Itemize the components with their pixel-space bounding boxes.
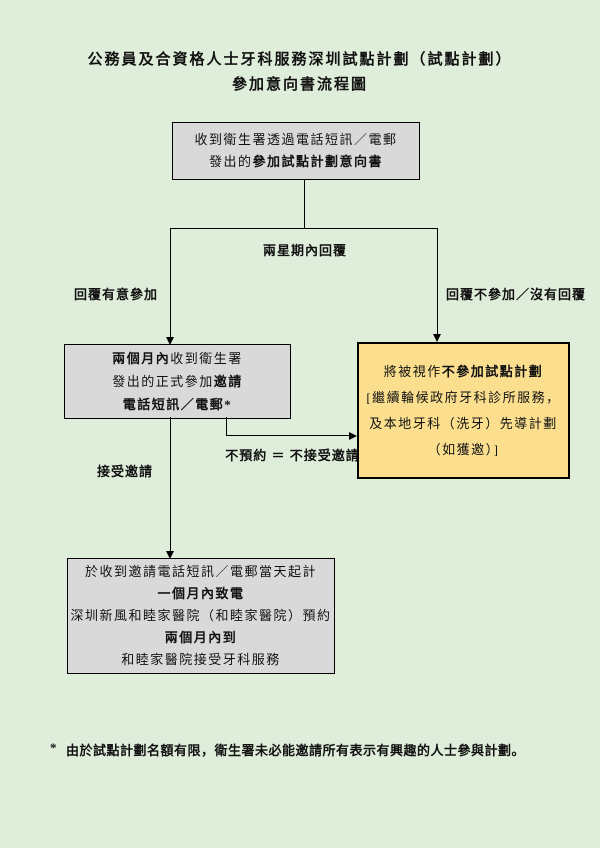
box-appointment-line2: 一個月內致電: [157, 586, 245, 601]
title-line-2: 參加意向書流程圖: [231, 77, 368, 93]
box-notjoin-line4: （如獲邀）]: [427, 441, 500, 457]
box-not-join-scheme: 將被視作不參加試點計劃 [繼續輪候政府牙科診所服務， 及本地牙科（洗牙）先導計劃…: [357, 342, 570, 479]
box-receive-line2-normal: 發出的: [208, 154, 253, 169]
label-two-weeks-reply: 兩星期內回覆: [262, 243, 347, 258]
box-invite-line2: 發出的正式參加邀請: [112, 370, 243, 393]
footnote-text: 由於試點計劃名額有限，衛生署未必能邀請所有表示有興趣的人士參與計劃。: [66, 743, 526, 758]
box-notjoin-line1: 將被視作不參加試點計劃: [384, 359, 544, 385]
connector-nobooking-drop: [226, 417, 227, 436]
box-notjoin-line3: 及本地牙科（洗牙）先導計劃: [369, 415, 558, 431]
box-appointment-line1: 於收到邀請電話短訊／電郵當天起計: [84, 564, 317, 579]
box-receive-line1-text: 收到衛生署透過電話短訊／電郵: [194, 132, 398, 147]
box-notjoin-line2: [繼續輪候政府牙科診所服務，: [366, 389, 561, 405]
box-notjoin-line1-normal: 將被視作: [383, 363, 442, 379]
box-receive-line1: 收到衛生署透過電話短訊／電郵: [194, 129, 397, 151]
label-reply-not-join: 回覆不參加／沒有回覆: [446, 287, 587, 302]
page-title: 公務員及合資格人士牙科服務深圳試點計劃（試點計劃） 參加意向書流程圖: [0, 48, 600, 98]
label-no-booking: 不預約 ＝ 不接受邀請: [225, 448, 360, 463]
box-invite-line2-bold: 邀請: [213, 374, 243, 389]
connector-accept-drop: [170, 417, 171, 552]
connector-branch: [170, 228, 438, 229]
arrowhead-right-icon: [349, 432, 357, 440]
box-appointment-line4: 兩個月內到: [164, 630, 238, 645]
box-invite-line2-normal: 發出的正式參加: [112, 374, 214, 389]
title-line-1: 公務員及合資格人士牙科服務深圳試點計劃（試點計劃）: [87, 52, 513, 68]
connector-right-drop: [437, 228, 438, 335]
box-invite-line1-rest: 收到衛生署: [170, 351, 243, 366]
box-invite-line1: 兩個月內收到衛生署: [112, 347, 243, 370]
footnote-marker: *: [50, 740, 57, 755]
box-appointment-line3: 深圳新風和睦家醫院（和睦家醫院）預約: [70, 608, 332, 623]
box-receive-line2: 發出的參加試點計劃意向書: [209, 151, 383, 173]
label-reply-join: 回覆有意參加: [74, 287, 159, 302]
box-invite-line3: 電話短訊／電郵*: [122, 397, 233, 412]
box-receive-intent: 收到衛生署透過電話短訊／電郵 發出的參加試點計劃意向書: [172, 122, 420, 180]
box-invite-line1-bold: 兩個月內: [112, 351, 171, 366]
box-appointment-steps: 於收到邀請電話短訊／電郵當天起計 一個月內致電 深圳新風和睦家醫院（和睦家醫院）…: [67, 558, 335, 674]
connector-left-drop: [170, 228, 171, 338]
arrowhead-down-left-icon: [166, 337, 174, 345]
footnote: * 由於試點計劃名額有限，衛生署未必能邀請所有表示有興趣的人士參與計劃。: [50, 740, 570, 759]
connector-stem: [304, 179, 305, 228]
label-accept-invitation: 接受邀請: [97, 464, 154, 479]
box-receive-line2-bold: 參加試點計劃意向書: [252, 154, 384, 169]
arrowhead-down-bottom-icon: [166, 551, 174, 559]
connector-nobooking-horizontal: [226, 435, 350, 436]
arrowhead-down-right-icon: [433, 334, 441, 342]
box-formal-invitation: 兩個月內收到衛生署 發出的正式參加邀請 電話短訊／電郵*: [64, 344, 291, 419]
box-appointment-line5: 和睦家醫院接受牙科服務: [121, 652, 281, 667]
box-notjoin-line1-bold: 不參加試點計劃: [441, 363, 544, 379]
